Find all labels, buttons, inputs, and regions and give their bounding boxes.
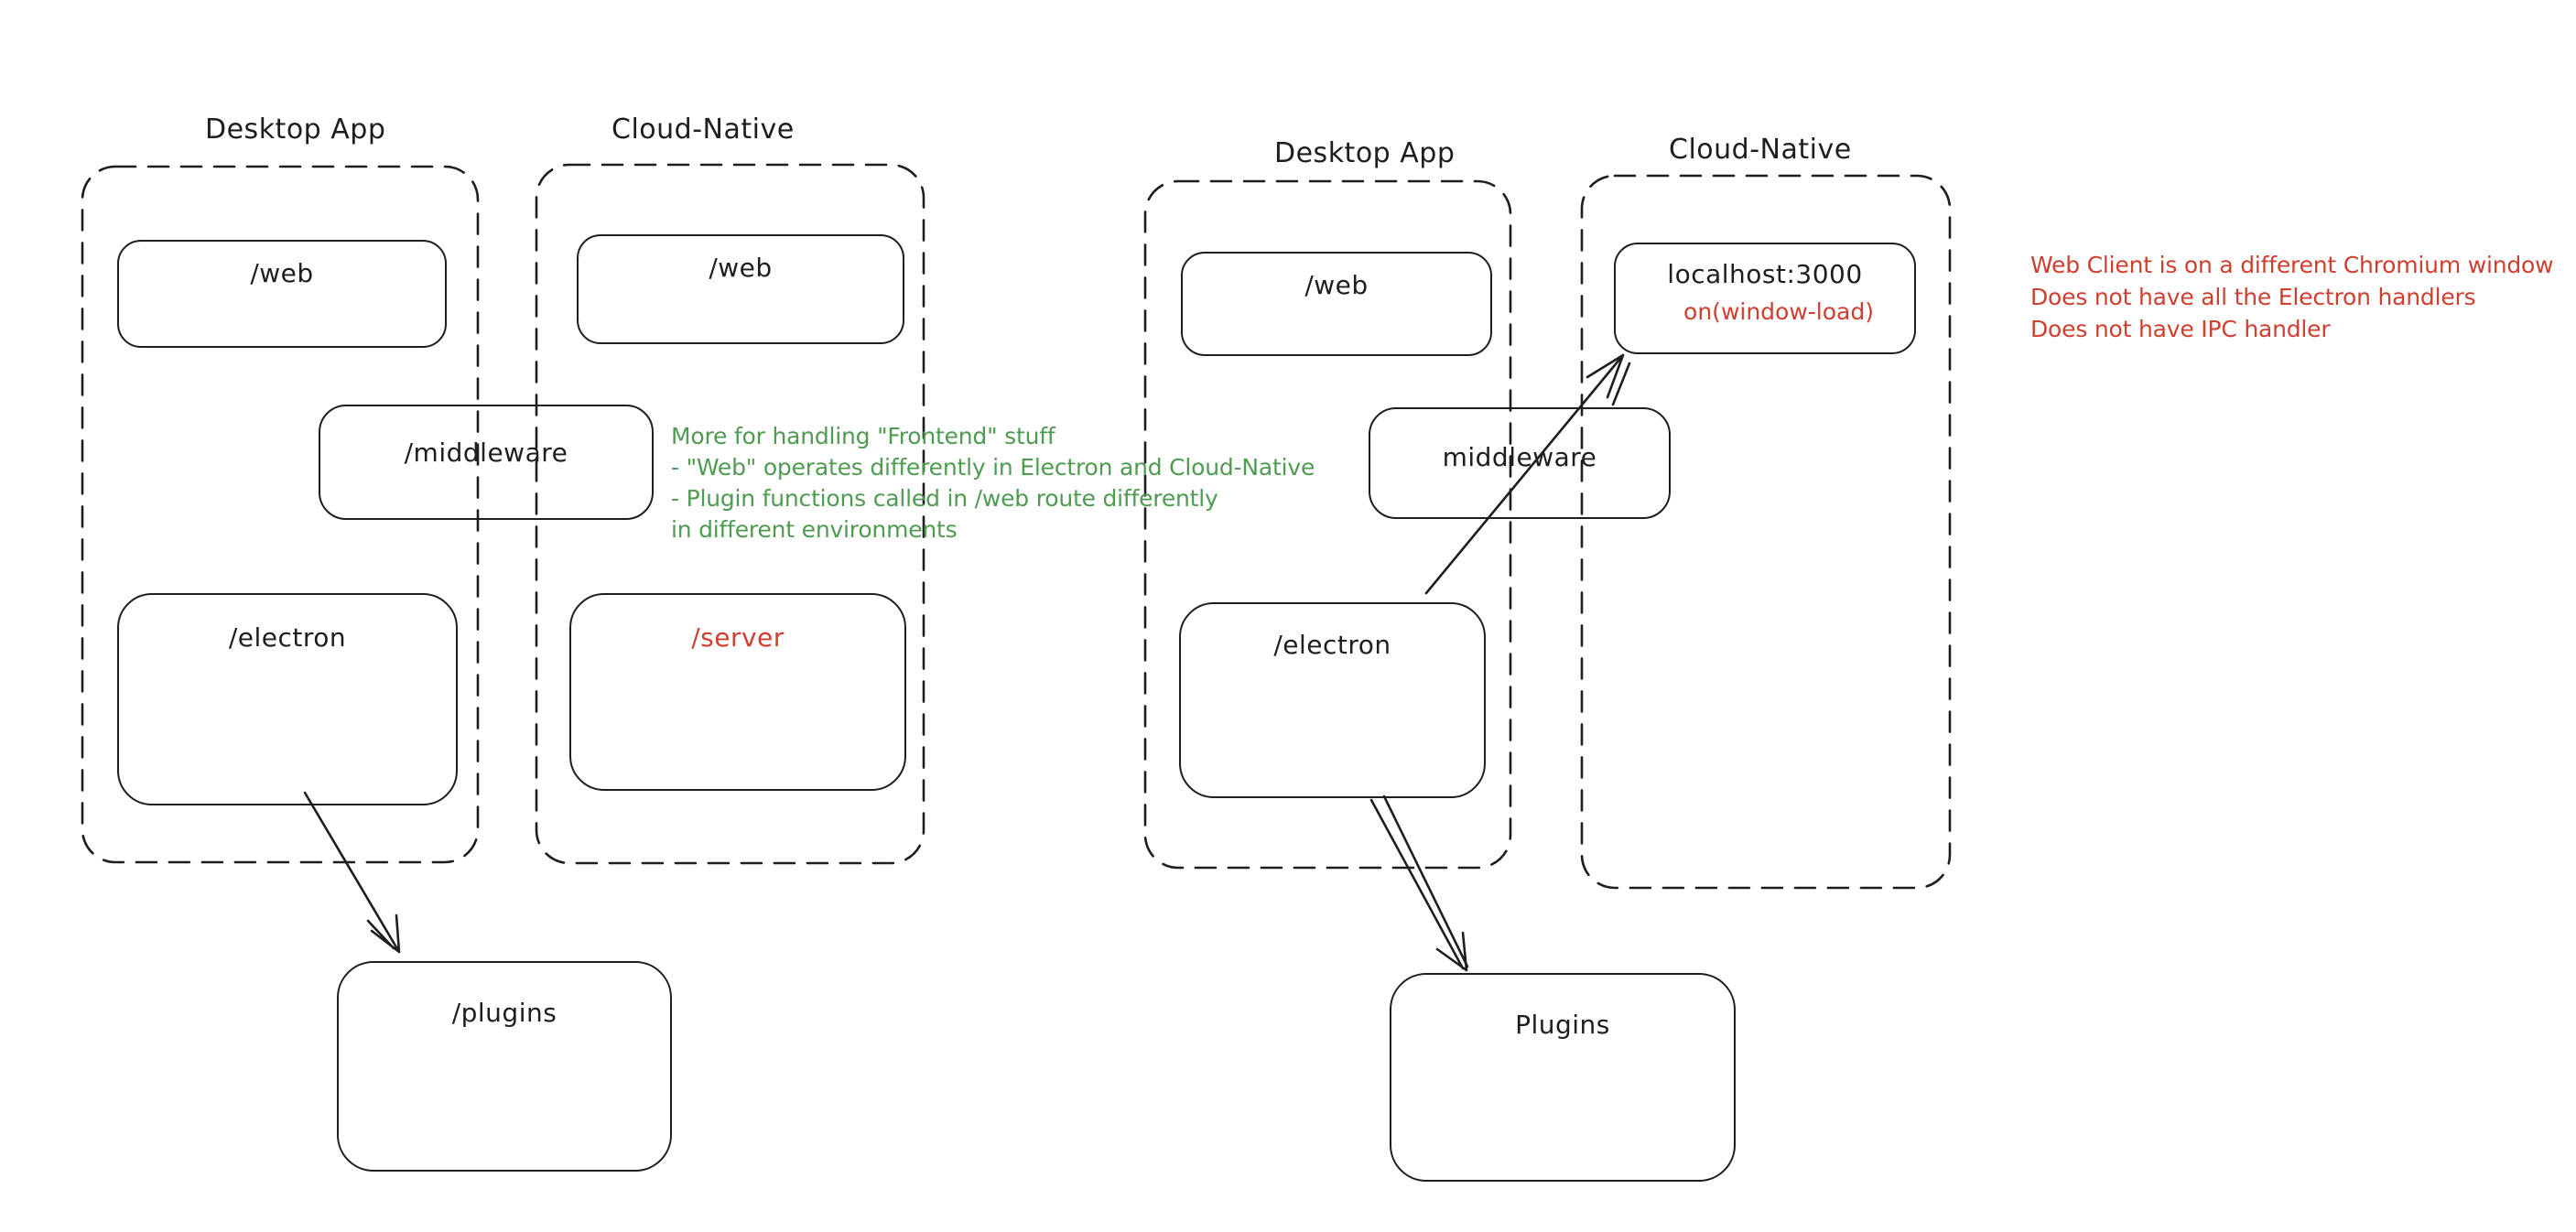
left-cloud-native-label: Cloud-Native xyxy=(612,113,795,146)
left-middleware-box: /middleware xyxy=(319,405,654,520)
right-electron-box: /electron xyxy=(1179,602,1486,798)
left-plugins-box-label: /plugins xyxy=(451,998,557,1028)
green-annotation-line: More for handling "Frontend" stuff xyxy=(671,423,1055,449)
right-electron-to-plugins-arrow xyxy=(1369,794,1469,972)
left-web-desktop-box-label: /web xyxy=(250,258,314,288)
right-desktop-app-label: Desktop App xyxy=(1274,137,1456,169)
right-middleware-box-label: middleware xyxy=(1442,442,1597,472)
left-middleware-box-label: /middleware xyxy=(404,438,568,468)
green-annotation-line: - Plugin functions called in /web route … xyxy=(671,485,1218,512)
right-localhost-box-label: localhost:3000 xyxy=(1667,259,1863,289)
left-electron-box: /electron xyxy=(117,593,458,805)
green-annotation-line: - "Web" operates differently in Electron… xyxy=(671,454,1315,481)
left-web-cloud-box: /web xyxy=(577,234,904,344)
left-web-cloud-box-label: /web xyxy=(709,253,773,283)
left-electron-to-plugins-arrow xyxy=(303,791,401,954)
right-localhost-box: localhost:3000 on(window-load) xyxy=(1614,243,1916,354)
right-electron-box-label: /electron xyxy=(1273,630,1391,660)
red-annotation-line: Does not have all the Electron handlers xyxy=(2030,284,2476,310)
right-plugins-box: Plugins xyxy=(1390,973,1736,1182)
green-annotation-line: in different environments xyxy=(671,516,958,543)
right-web-box: /web xyxy=(1181,252,1492,356)
right-plugins-box-label: Plugins xyxy=(1515,1010,1610,1040)
red-annotation: Web Client is on a different Chromium wi… xyxy=(2030,249,2554,345)
left-electron-box-label: /electron xyxy=(228,622,347,653)
red-annotation-line: Does not have IPC handler xyxy=(2030,316,2331,342)
left-web-desktop-box: /web xyxy=(117,240,447,348)
right-middleware-box: middleware xyxy=(1369,407,1671,519)
red-annotation-line: Web Client is on a different Chromium wi… xyxy=(2030,252,2554,278)
left-server-box: /server xyxy=(569,593,906,791)
right-web-box-label: /web xyxy=(1304,270,1369,300)
left-plugins-box: /plugins xyxy=(337,961,672,1172)
green-annotation: More for handling "Frontend" stuff - "We… xyxy=(671,421,1315,546)
right-cloud-native-label: Cloud-Native xyxy=(1669,134,1852,166)
right-localhost-event-label: on(window-load) xyxy=(1683,298,1874,325)
left-server-box-label: /server xyxy=(691,622,785,653)
left-desktop-app-label: Desktop App xyxy=(205,113,386,146)
